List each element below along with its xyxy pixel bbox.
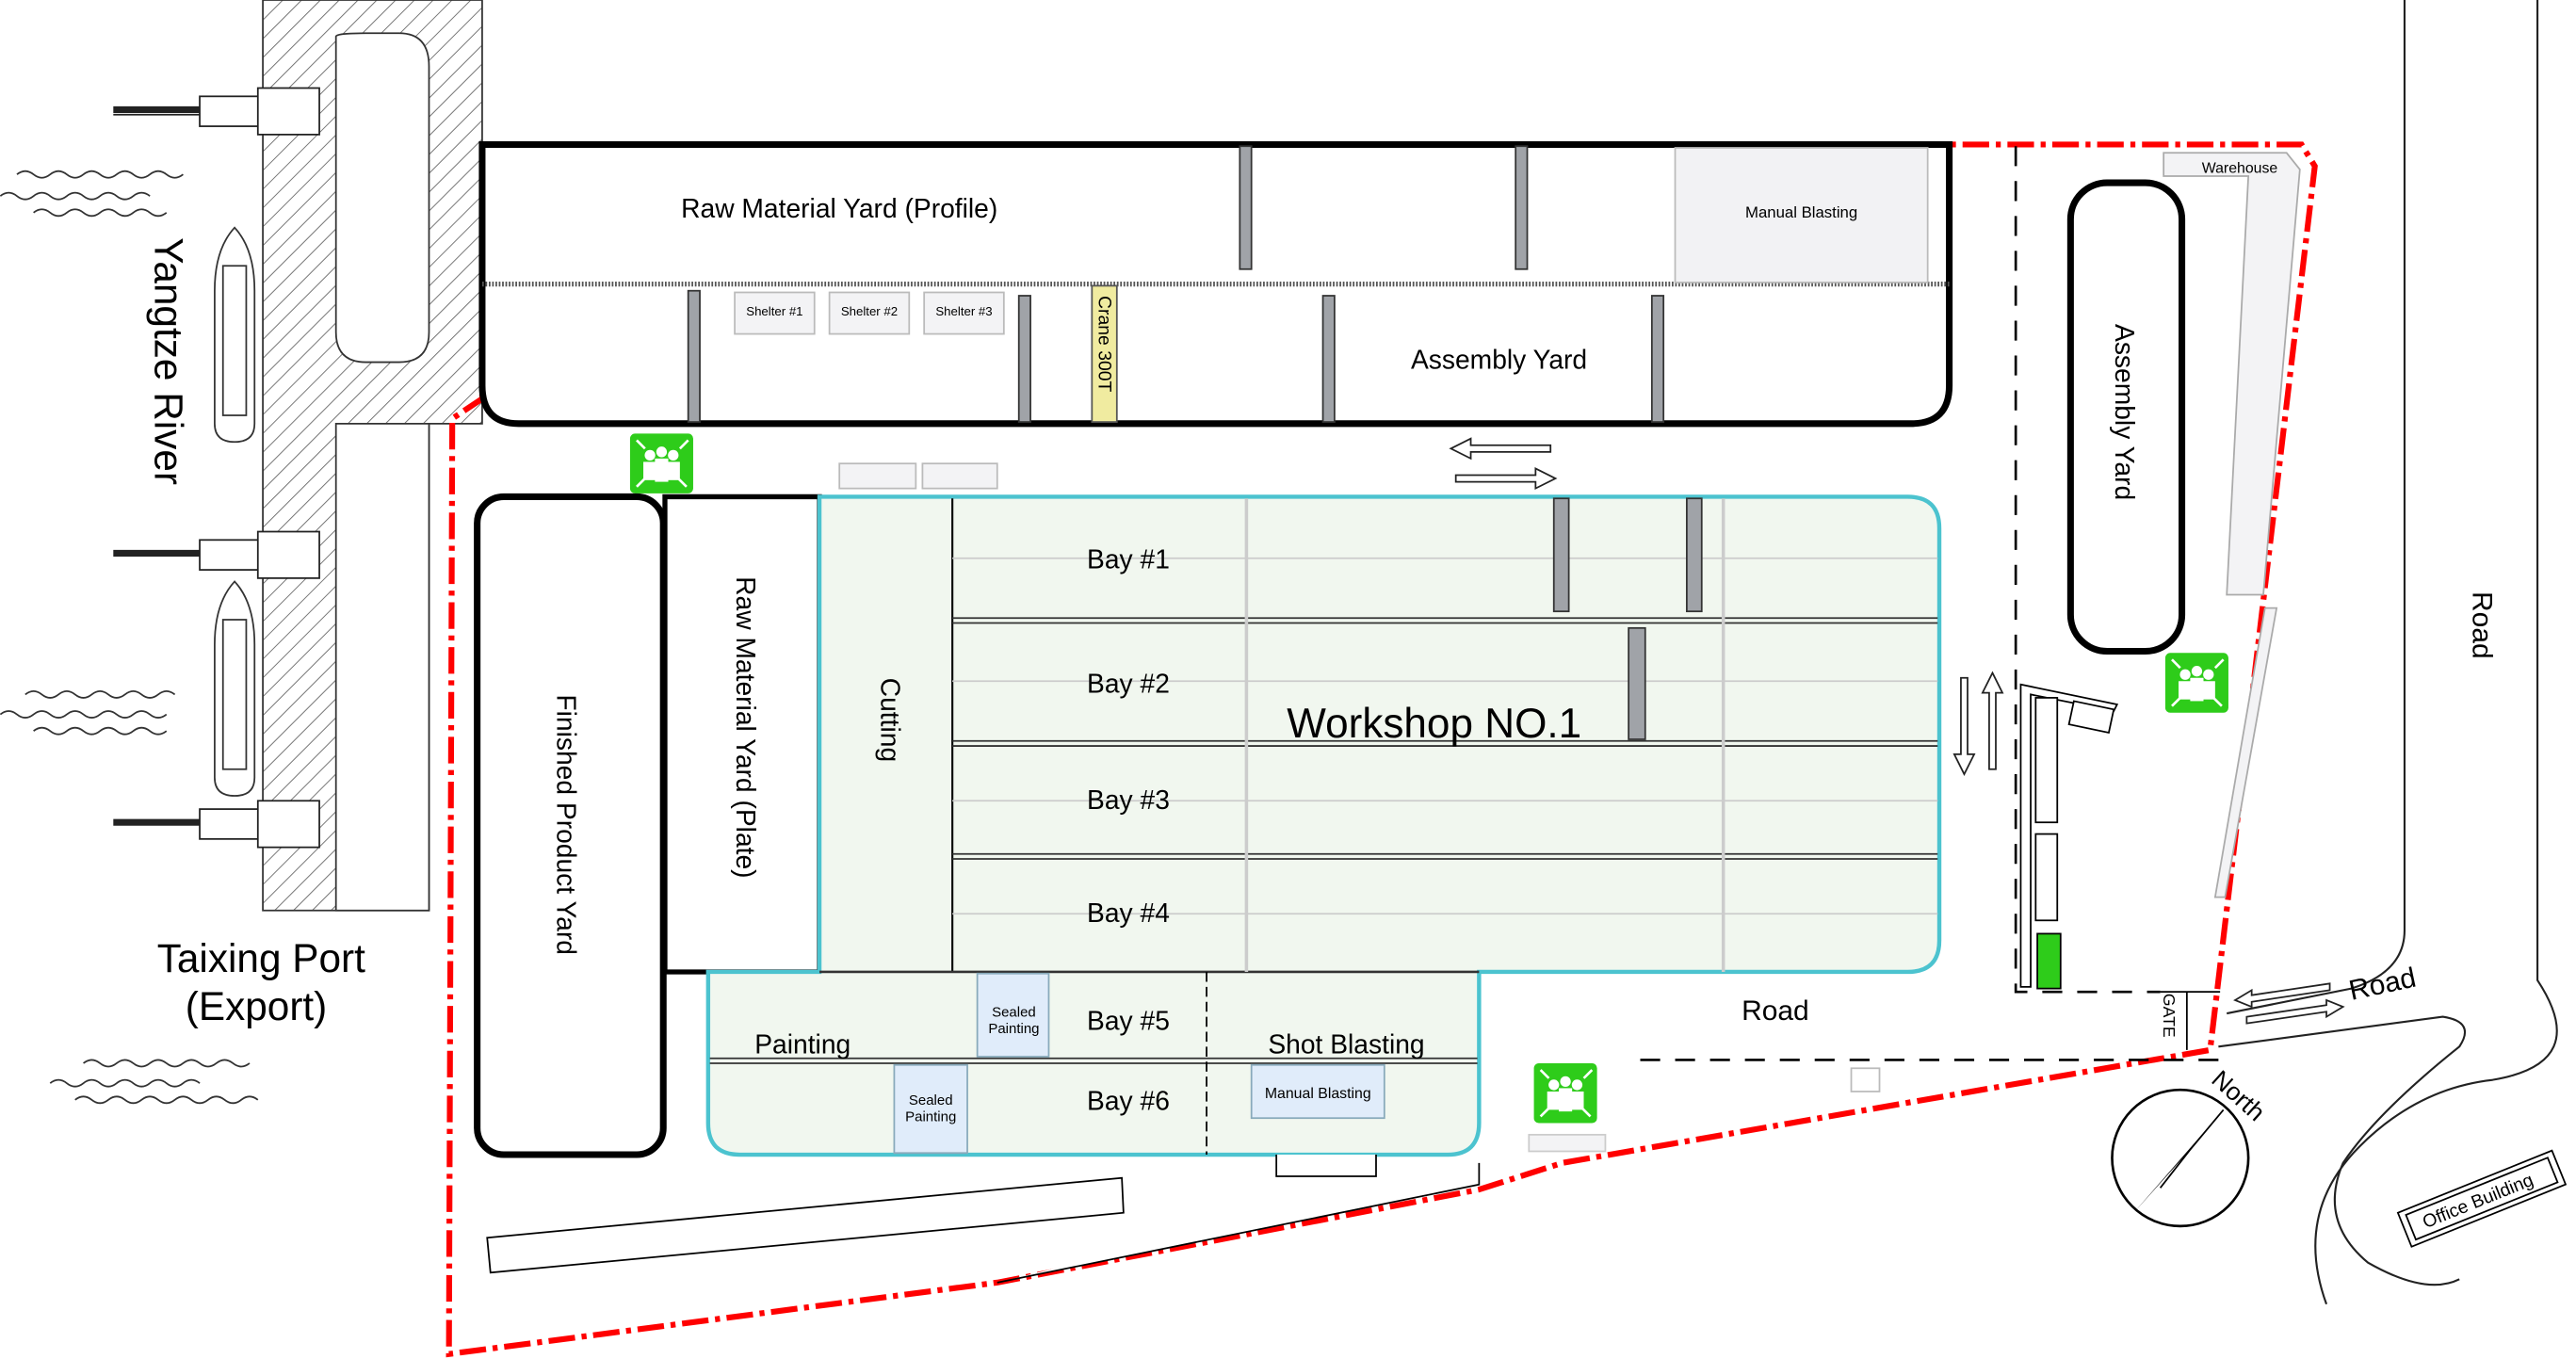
bay-3-label: Bay #3 [1087, 785, 1170, 815]
manual-blasting-area [1674, 147, 1929, 283]
workshop-no1: Cutting Bay #1 Bay #2 Bay #3 Bay #4 Bay … [705, 494, 1942, 1157]
shelter-1 [734, 291, 816, 335]
shot-blasting-label: Shot Blasting [1268, 1028, 1424, 1059]
east-assembly-yard-label: Assembly Yard [2110, 324, 2140, 500]
shelter-3 [923, 291, 1005, 335]
sealed-painting-label: Painting [988, 1021, 1039, 1037]
column [1239, 145, 1253, 270]
column [1017, 295, 1031, 423]
crane-icon [113, 800, 320, 849]
vehicles [2019, 683, 2119, 990]
waves [0, 170, 259, 1105]
top-building: Manual Blasting Raw Material Yard (Profi… [478, 140, 1953, 428]
column [1650, 295, 1665, 423]
sealed-painting-label: Painting [905, 1109, 956, 1125]
ship-icon [214, 580, 256, 797]
north-compass-icon [2111, 1088, 2250, 1228]
site-boundary [446, 141, 2318, 1358]
sealed-painting-label: Sealed [992, 1005, 1036, 1021]
bay-1-label: Bay #1 [1087, 543, 1170, 574]
shelter-2 [828, 291, 911, 335]
cutting-label: Cutting [875, 678, 905, 762]
road-label-vertical: Road [2466, 591, 2497, 659]
sealed-painting-label: Sealed [909, 1092, 953, 1108]
gate-label: GATE [2160, 994, 2179, 1038]
office-building: Office Building [2396, 1149, 2568, 1248]
assembly-yard-label: Assembly Yard [1411, 345, 1587, 375]
bottom-structures [486, 1067, 1881, 1284]
manual-blasting-area [1250, 1063, 1385, 1120]
east-assembly-yard [2066, 179, 2186, 655]
small-structure [921, 462, 998, 490]
column [1321, 295, 1336, 423]
column [1515, 145, 1529, 270]
shelter-1-label: Shelter #1 [746, 304, 802, 318]
painting-label: Painting [754, 1028, 851, 1059]
workshop-title: Workshop NO.1 [1287, 701, 1581, 747]
shelter-2-label: Shelter #2 [841, 304, 898, 318]
manual-blasting-label: Manual Blasting [1745, 203, 1857, 221]
road-label-inner: Road [1742, 995, 1809, 1027]
sealed-painting-area [893, 1063, 968, 1155]
road-edges [2218, 0, 2558, 1305]
warehouse [2163, 152, 2301, 596]
shelter-3-label: Shelter #3 [935, 304, 992, 318]
fence-strip [2213, 607, 2278, 898]
assembly-point-icon [2163, 651, 2230, 715]
warehouse-label: Warehouse [2202, 160, 2278, 176]
cranes [113, 87, 320, 849]
river-label: Yangtze River [146, 237, 190, 485]
direction-arrows-vertical [1952, 671, 2004, 777]
crane-icon [113, 87, 320, 136]
road-label-entry: Road [2346, 963, 2419, 1007]
gate: GATE [2160, 991, 2221, 1050]
bay-2-label: Bay #2 [1087, 669, 1170, 699]
port-label-sub: (Export) [186, 984, 328, 1028]
crane-icon [113, 530, 320, 579]
dock [262, 0, 483, 912]
ship-icon [214, 226, 256, 444]
raw-profile-label: Raw Material Yard (Profile) [681, 193, 997, 223]
bay-4-label: Bay #4 [1087, 898, 1170, 928]
raw-plate-label: Raw Material Yard (Plate) [731, 576, 761, 878]
sealed-painting-area [976, 972, 1050, 1058]
column [1552, 497, 1570, 613]
small-structure [838, 462, 917, 490]
port-label: Taixing Port [157, 936, 365, 980]
inner-roads [1640, 146, 2219, 1061]
assembly-point-icon [628, 432, 695, 495]
column [1685, 497, 1703, 613]
finished-product-label: Finished Product Yard [551, 694, 581, 955]
bay-5-label: Bay #5 [1087, 1006, 1170, 1036]
column [687, 289, 701, 423]
direction-arrows-top [1449, 437, 1558, 491]
bay-6-label: Bay #6 [1087, 1085, 1170, 1115]
assembly-point-icon [1532, 1061, 1598, 1124]
crane-300t [1091, 284, 1118, 423]
manual-blasting-label: Manual Blasting [1265, 1086, 1371, 1102]
column [1628, 626, 1646, 740]
ships [214, 226, 256, 797]
crane-300t-label: Crane 300T [1094, 296, 1114, 393]
direction-arrows-entry [2233, 982, 2345, 1025]
